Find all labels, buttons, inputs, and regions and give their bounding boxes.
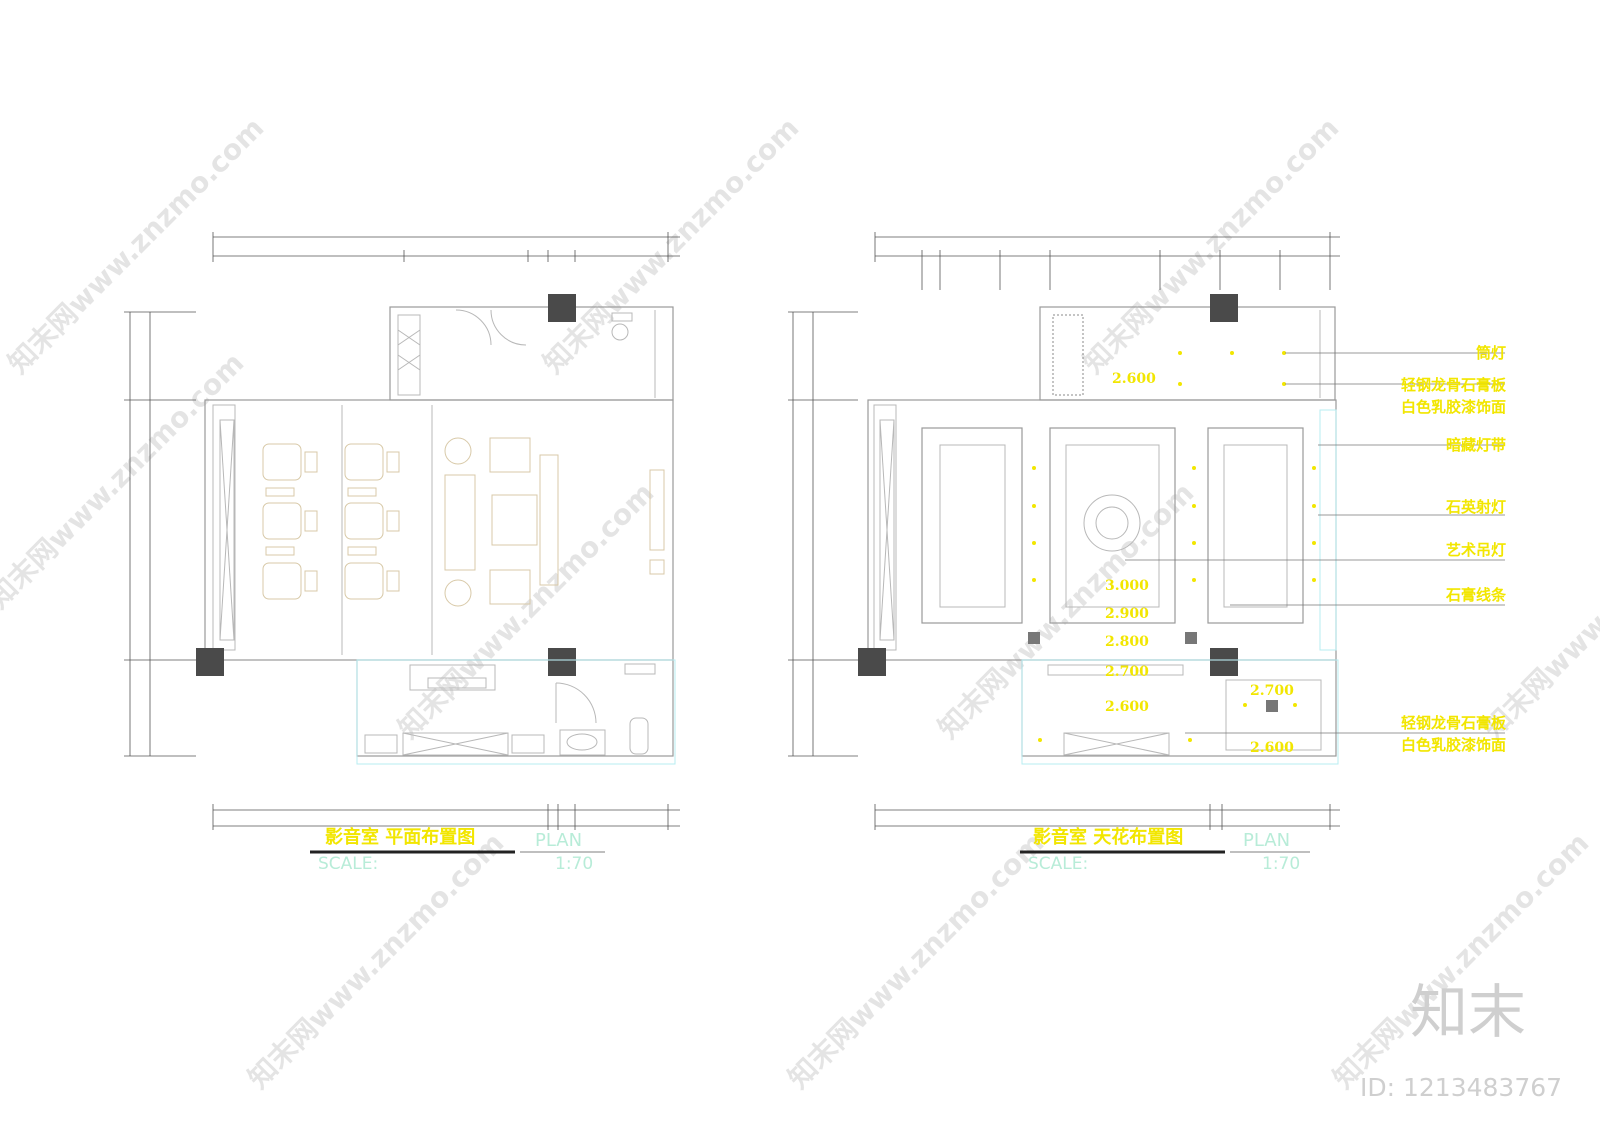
height-mark: 3.000 [1105, 578, 1149, 594]
watermark-10: 知末网www.znzmo.com [1327, 826, 1596, 1095]
brand-id: ID: 1213483767 [1360, 1073, 1562, 1102]
sofa-group [444, 437, 665, 607]
watermark-3: 知末网www.znzmo.com [1077, 111, 1346, 380]
right-scale-label: SCALE: [1028, 854, 1088, 874]
callout-gypsum-board-lower: 轻钢龙骨石膏板 [1401, 714, 1507, 732]
watermark-7: 知末网www.znzmo.com [1477, 476, 1600, 745]
watermark-1: 知末网www.znzmo.com [2, 111, 271, 380]
callout-chandelier: 艺术吊灯 [1446, 541, 1506, 559]
height-mark: 2.600 [1105, 699, 1149, 715]
callout-gypsum-molding: 石膏线条 [1445, 586, 1507, 604]
watermarks: 知末网www.znzmo.com 知末网www.znzmo.com 知末网www… [0, 111, 1600, 1095]
height-mark: 2.600 [1112, 371, 1156, 387]
height-mark: 2.700 [1105, 664, 1149, 680]
left-floor-plan [124, 232, 680, 830]
callout-hidden-light-strip: 暗藏灯带 [1446, 436, 1506, 454]
ceiling-heights: 2.600 3.000 2.900 2.800 2.700 2.600 2.70… [1105, 371, 1294, 756]
height-mark: 2.600 [1250, 740, 1294, 756]
downlights [1032, 351, 1316, 742]
callout-latex-paint: 白色乳胶漆饰面 [1401, 398, 1506, 416]
height-mark: 2.700 [1250, 683, 1294, 699]
left-plan-title: 影音室 平面布置图 [325, 826, 475, 848]
left-title-block: 影音室 平面布置图 PLAN SCALE: 1:70 [310, 826, 605, 874]
ceiling-panels [921, 427, 1304, 624]
height-mark: 2.800 [1105, 634, 1149, 650]
callout-leaders [1125, 352, 1505, 734]
right-scale-value: 1:70 [1262, 854, 1300, 874]
right-dimension-lines [788, 232, 1340, 830]
right-ceiling-plan: 2.600 3.000 2.900 2.800 2.700 2.600 2.70… [788, 232, 1505, 830]
right-callouts: 筒灯 轻钢龙骨石膏板 白色乳胶漆饰面 暗藏灯带 石英射灯 艺术吊灯 石膏线条 轻… [1401, 344, 1507, 754]
left-dimension-lines [124, 232, 680, 830]
brand-logo: 知末 [1410, 978, 1526, 1046]
left-plan-label: PLAN [535, 830, 582, 851]
callout-downlight: 筒灯 [1476, 344, 1506, 362]
right-title-block: 影音室 天花布置图 PLAN SCALE: 1:70 [1020, 826, 1310, 874]
left-scale-value: 1:70 [555, 854, 593, 874]
watermark-9: 知末网www.znzmo.com [782, 826, 1051, 1095]
right-plan-title: 影音室 天花布置图 [1033, 826, 1183, 848]
callout-latex-paint-lower: 白色乳胶漆饰面 [1401, 736, 1506, 754]
left-scale-label: SCALE: [318, 854, 378, 874]
brand-block: 知末 ID: 1213483767 [1360, 978, 1562, 1102]
watermark-2: 知末网www.znzmo.com [537, 111, 806, 380]
right-plan-label: PLAN [1243, 830, 1290, 851]
theater-seats [262, 443, 400, 600]
height-mark: 2.900 [1105, 606, 1149, 622]
callout-spotlight: 石英射灯 [1445, 498, 1506, 516]
callout-gypsum-board: 轻钢龙骨石膏板 [1401, 376, 1507, 394]
